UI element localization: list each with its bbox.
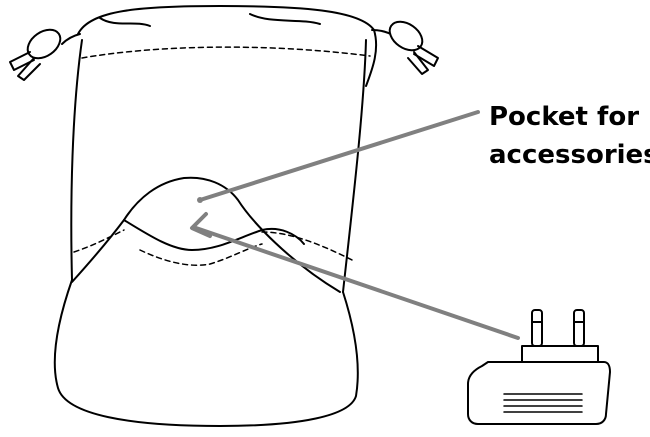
drawstring-toggle-icon [372, 16, 438, 74]
pocket-seam-left [74, 230, 124, 252]
callout-leader [197, 112, 478, 203]
pocket-left-edge [72, 220, 124, 282]
pocket-flap [124, 178, 340, 292]
adapter-neck [522, 346, 598, 362]
pocket-callout-label: Pocket for accessories [489, 98, 650, 174]
pouch-top-seam [82, 47, 370, 58]
adapter-vents [504, 394, 582, 412]
callout-line-1: Pocket for [489, 98, 650, 136]
adapter-pin [574, 310, 584, 346]
pouch-left-side [71, 40, 82, 280]
pouch-rim [78, 6, 376, 86]
adapter-body [468, 362, 610, 424]
drawstring-toggle-icon [10, 24, 80, 80]
pocket-seam-middle [140, 244, 262, 265]
callout-line-2: accessories [489, 136, 650, 174]
adapter-pin [532, 310, 542, 346]
pouch-bottom [55, 280, 358, 426]
pouch-rim-gathers [100, 14, 320, 26]
arrow-icon [192, 214, 518, 338]
pouch-illustration [55, 6, 376, 426]
pouch-right-side [343, 40, 366, 292]
